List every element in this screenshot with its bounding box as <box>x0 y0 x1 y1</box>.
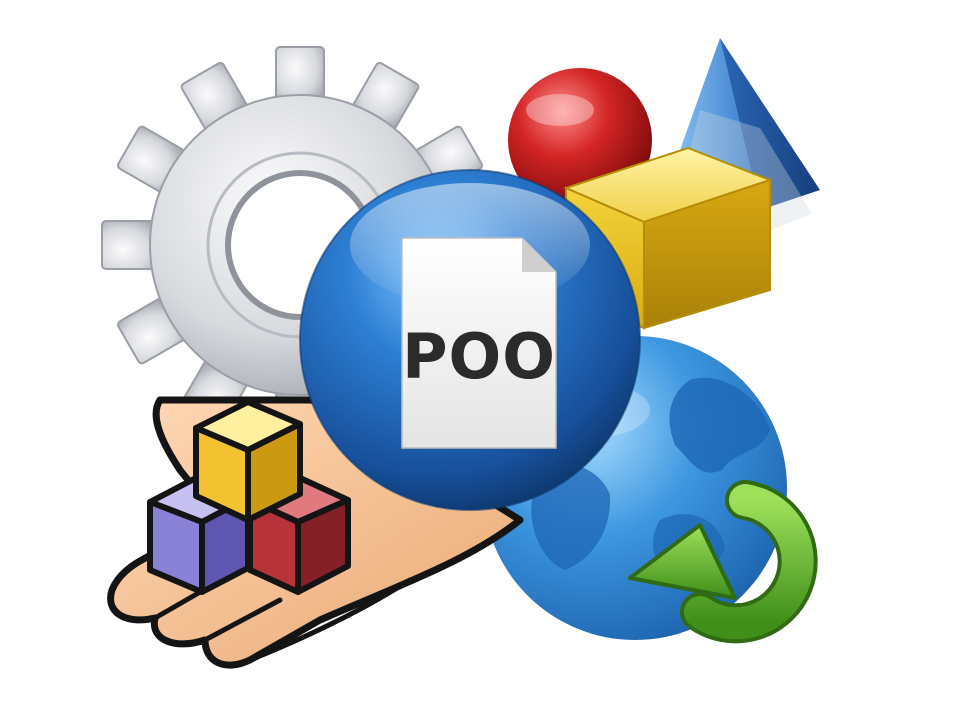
refresh-arrow-icon <box>628 480 818 644</box>
document-label: POO <box>402 320 556 393</box>
stacked-cubes-icon <box>147 399 351 595</box>
document-icon: POO <box>401 237 557 449</box>
